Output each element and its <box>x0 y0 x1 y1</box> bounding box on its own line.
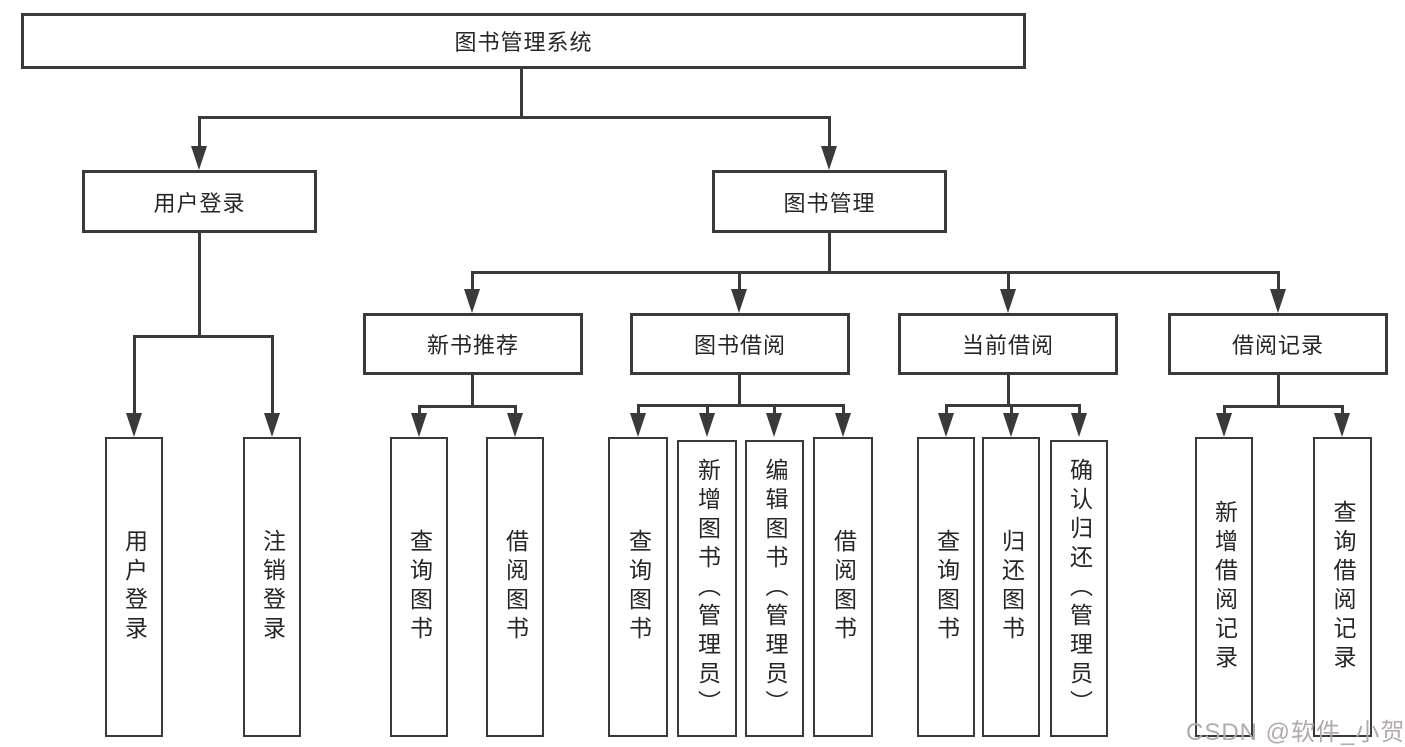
connector <box>1223 405 1226 415</box>
connector <box>418 405 421 415</box>
connector <box>1007 271 1010 291</box>
arrowhead <box>1003 413 1019 437</box>
connector <box>828 233 831 274</box>
node-borrow-records: 借阅记录 <box>1168 313 1388 375</box>
leaf-current-query: 查询图书 <box>917 437 975 737</box>
leaf-newbook-query-label: 查询图书 <box>406 529 433 645</box>
connector <box>271 335 274 415</box>
arrowhead <box>835 413 851 437</box>
arrowhead <box>507 413 523 437</box>
arrowhead <box>1071 413 1087 437</box>
connector <box>1007 375 1010 406</box>
connector <box>842 404 845 415</box>
connector <box>637 404 844 407</box>
leaf-record-add-label: 新增借阅记录 <box>1211 500 1238 674</box>
arrowhead <box>191 146 207 170</box>
leaf-borrow-add: 新增图书（管理员） <box>677 440 737 737</box>
leaf-current-confirm-label: 确认归还（管理员） <box>1066 458 1093 719</box>
connector <box>514 405 517 415</box>
leaf-newbook-borrow-label: 借阅图书 <box>502 529 529 645</box>
arrowhead <box>731 289 747 313</box>
connector <box>1223 405 1343 408</box>
leaf-user-login: 用户登录 <box>105 437 163 737</box>
node-current-borrow: 当前借阅 <box>898 313 1118 375</box>
node-current-borrow-label: 当前借阅 <box>961 333 1054 358</box>
leaf-newbook-borrow: 借阅图书 <box>486 437 544 737</box>
connector <box>471 271 474 291</box>
leaf-current-confirm: 确认归还（管理员） <box>1050 440 1108 737</box>
leaf-current-return: 归还图书 <box>982 437 1040 737</box>
arrowhead <box>126 413 142 437</box>
node-book-management-label: 图书管理 <box>783 190 876 216</box>
leaf-borrow-query-label: 查询图书 <box>625 529 652 645</box>
connector <box>471 375 474 407</box>
arrowhead <box>264 413 280 437</box>
node-user-login-label: 用户登录 <box>153 190 246 216</box>
node-book-borrow: 图书借阅 <box>630 313 850 375</box>
connector <box>773 404 776 415</box>
connector <box>133 335 274 338</box>
arrowhead <box>699 413 715 437</box>
connector <box>133 335 136 415</box>
arrowhead <box>630 413 646 437</box>
leaf-newbook-query: 查询图书 <box>390 437 448 737</box>
connector <box>198 116 831 119</box>
arrowhead <box>1270 289 1286 313</box>
leaf-borrow-edit: 编辑图书（管理员） <box>745 440 804 737</box>
connector <box>1277 271 1280 291</box>
arrowhead <box>821 146 837 170</box>
connector <box>198 116 201 148</box>
leaf-record-query: 查询借阅记录 <box>1313 437 1372 737</box>
leaf-logout-label: 注销登录 <box>259 529 286 645</box>
node-user-login: 用户登录 <box>82 170 317 233</box>
leaf-borrow-lend: 借阅图书 <box>813 437 873 737</box>
leaf-borrow-edit-label: 编辑图书（管理员） <box>762 458 788 719</box>
connector <box>418 405 517 408</box>
leaf-borrow-add-label: 新增图书（管理员） <box>694 458 721 719</box>
connector <box>738 271 741 291</box>
node-book-borrow-label: 图书借阅 <box>693 333 786 358</box>
watermark: CSDN @软件_小贺同学 <box>1186 719 1405 746</box>
leaf-record-query-label: 查询借阅记录 <box>1330 500 1356 674</box>
leaf-logout: 注销登录 <box>243 437 301 737</box>
node-new-book-recommend: 新书推荐 <box>363 313 583 375</box>
connector <box>828 116 831 148</box>
connector <box>637 404 640 415</box>
connector <box>1010 404 1013 415</box>
leaf-current-query-label: 查询图书 <box>933 529 960 645</box>
connector <box>738 375 741 406</box>
node-new-book-recommend-label: 新书推荐 <box>426 333 519 358</box>
connector <box>945 404 948 415</box>
node-borrow-records-label: 借阅记录 <box>1231 333 1324 358</box>
connector <box>520 69 523 118</box>
leaf-record-add: 新增借阅记录 <box>1195 437 1253 737</box>
node-book-management: 图书管理 <box>712 170 947 233</box>
connector <box>706 404 709 415</box>
node-root-label: 图书管理系统 <box>454 30 593 55</box>
leaf-user-login-label: 用户登录 <box>121 529 148 645</box>
arrowhead <box>1216 413 1232 437</box>
connector <box>471 271 1280 274</box>
arrowhead <box>411 413 427 437</box>
connector <box>1277 375 1280 407</box>
arrowhead <box>464 289 480 313</box>
connector <box>1341 405 1344 415</box>
connector <box>198 233 201 337</box>
leaf-borrow-query: 查询图书 <box>608 437 668 737</box>
arrowhead <box>938 413 954 437</box>
arrowhead <box>766 413 782 437</box>
arrowhead <box>1334 413 1350 437</box>
node-root: 图书管理系统 <box>21 13 1026 69</box>
arrowhead <box>1000 289 1016 313</box>
connector <box>1078 404 1081 415</box>
leaf-current-return-label: 归还图书 <box>998 529 1025 645</box>
leaf-borrow-lend-label: 借阅图书 <box>830 529 857 645</box>
